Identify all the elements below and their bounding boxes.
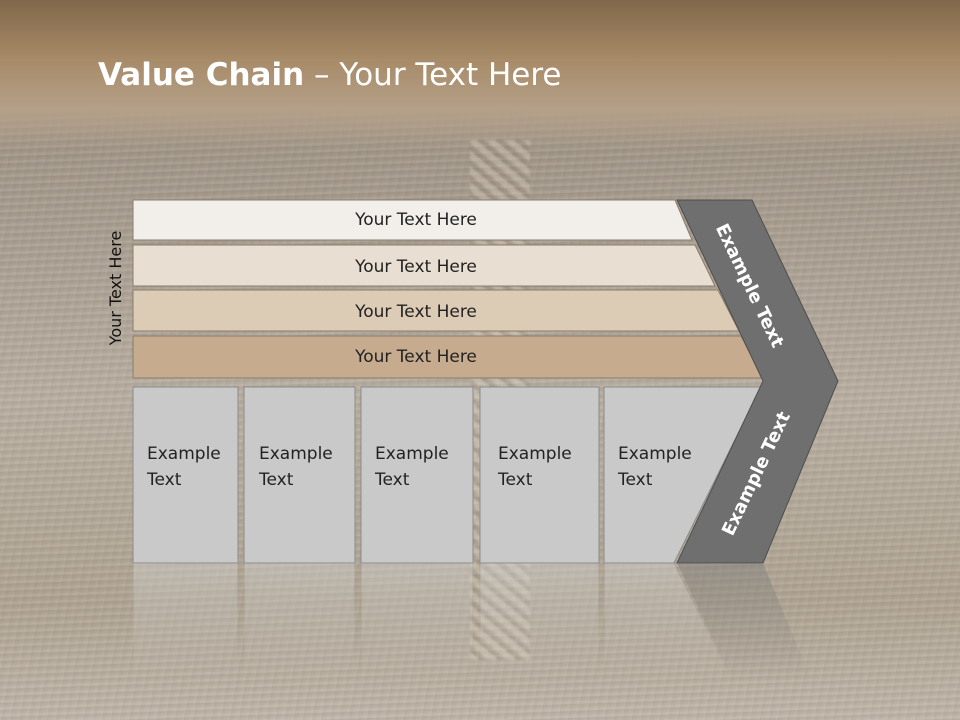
band-2-shape — [132, 244, 716, 287]
band-3[interactable]: Your Text Here — [132, 289, 740, 332]
column-3-shape — [360, 386, 474, 564]
column-1[interactable]: Example Text — [132, 386, 239, 564]
column-1-text-line2: Text — [146, 470, 182, 490]
reflection-column-3 — [360, 562, 474, 720]
title-rest-part: – Your Text Here — [304, 57, 562, 93]
slide-title: Value Chain – Your Text Here — [98, 52, 561, 98]
column-2-shape — [243, 386, 356, 564]
column-2-text-line2: Text — [258, 470, 294, 490]
column-4-text-line1: Example — [498, 444, 572, 464]
column-3-text-line1: Example — [375, 444, 449, 464]
column-5-text-line1: Example — [618, 444, 692, 464]
column-5-text-line2: Text — [617, 470, 653, 490]
column-1-text-line1: Example — [147, 444, 221, 464]
reflection-chevron — [677, 563, 828, 720]
column-4-text-line2: Text — [497, 470, 533, 490]
reflection-column-5 — [603, 562, 753, 720]
title-bold-part: Value Chain — [98, 57, 305, 93]
column-3-text-line2: Text — [374, 470, 410, 490]
reflection-column-1 — [132, 562, 239, 720]
band-1-shape — [132, 199, 693, 241]
diagram-reflection — [132, 562, 828, 720]
column-2-text-line1: Example — [259, 444, 333, 464]
band-1[interactable]: Your Text Here — [132, 199, 693, 241]
band-2-label: Your Text Here — [354, 257, 477, 277]
column-5[interactable]: Example Text — [603, 386, 762, 564]
column-4[interactable]: Example Text — [479, 386, 600, 564]
column-1-shape — [132, 386, 239, 564]
band-2[interactable]: Your Text Here — [132, 244, 716, 287]
band-3-label: Your Text Here — [354, 302, 477, 322]
column-3[interactable]: Example Text — [360, 386, 474, 564]
band-4-label: Your Text Here — [354, 347, 477, 367]
band-4[interactable]: Your Text Here — [132, 335, 764, 379]
reflection-column-4 — [479, 562, 600, 720]
band-1-label: Your Text Here — [354, 210, 477, 230]
reflection-column-2 — [243, 562, 356, 720]
column-2[interactable]: Example Text — [243, 386, 356, 564]
column-4-shape — [479, 386, 600, 564]
